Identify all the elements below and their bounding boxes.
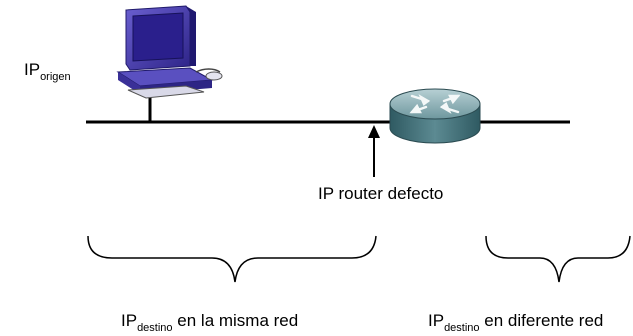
ip-origen-label: IPorigen [24,60,71,83]
router-icon [389,88,481,144]
brace-same-network [87,235,377,283]
same-network-label: IPdestino en la misma red [121,311,299,334]
different-network-label: IPdestino en diferente red [428,311,604,334]
brace-different-network [485,235,631,283]
computer-icon [116,5,223,122]
router-interface-arrow [368,125,380,177]
router-default-ip-label: IP router defecto [318,184,444,203]
